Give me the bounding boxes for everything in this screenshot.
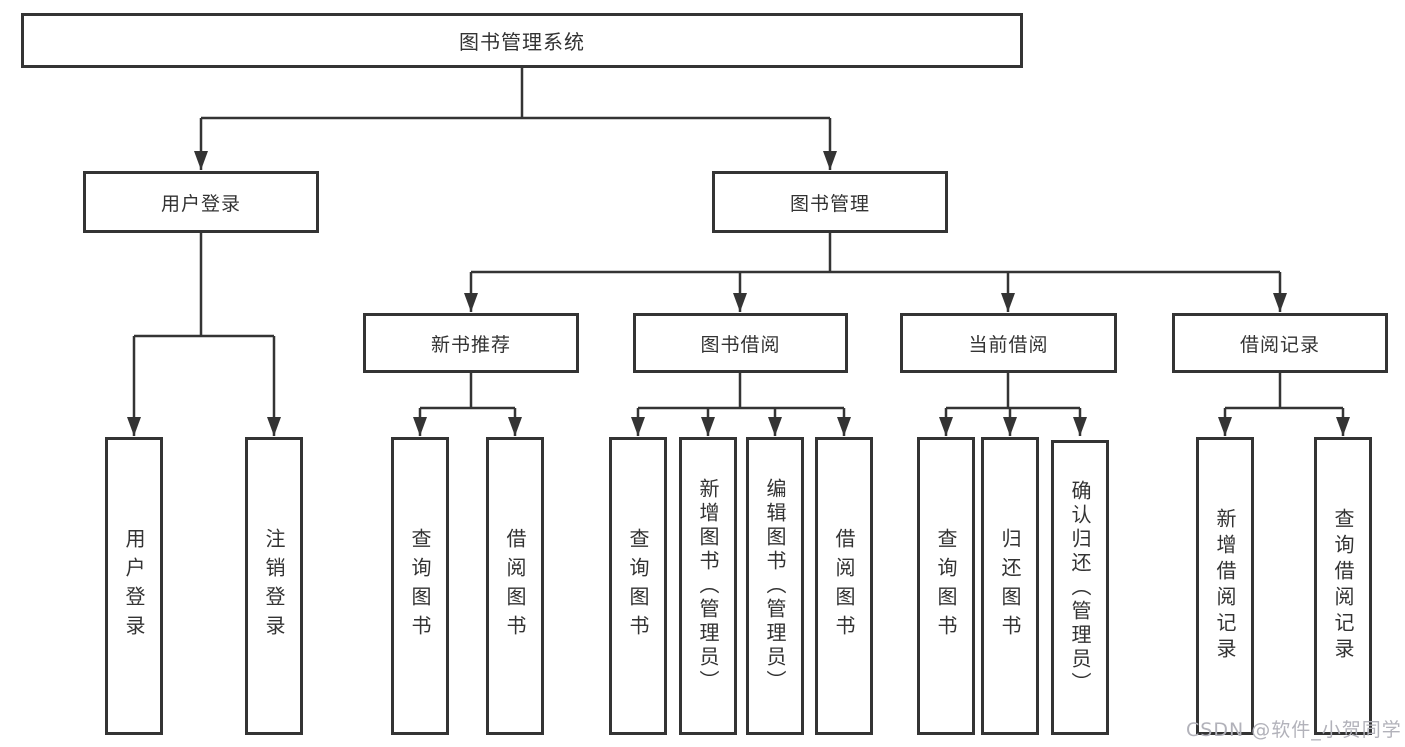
leaf-user-login-label: 用户登录 [122,528,146,644]
leaf-confirm-return-admin: 确认归还（管理员） [1051,440,1109,735]
node-new-book-recommend: 新书推荐 [363,313,579,373]
leaf-recommend-query-books: 查询图书 [391,437,449,735]
csdn-watermark: CSDN @软件_小贺同学 [1186,719,1402,741]
leaf-borrow-query-books: 查询图书 [609,437,667,735]
leaf-query-borrow-record: 查询借阅记录 [1314,437,1372,735]
leaf-borrow-query-books-label: 查询图书 [626,528,650,644]
leaf-recommend-borrow-books: 借阅图书 [486,437,544,735]
leaf-recommend-borrow-books-label: 借阅图书 [503,528,527,644]
leaf-user-login: 用户登录 [105,437,163,735]
leaf-confirm-return-admin-label: 确认归还（管理员） [1068,479,1092,696]
node-book-management: 图书管理 [712,171,948,233]
leaf-add-borrow-record: 新增借阅记录 [1196,437,1254,735]
leaf-current-query-books: 查询图书 [917,437,975,735]
leaf-add-books-admin-label: 新增图书（管理员） [696,478,720,694]
node-library-system: 图书管理系统 [21,13,1023,68]
leaf-borrow-books-label: 借阅图书 [832,528,856,644]
leaf-return-books-label: 归还图书 [998,528,1022,644]
leaf-logout-label: 注销登录 [262,528,286,644]
leaf-recommend-query-books-label: 查询图书 [408,528,432,644]
leaf-add-borrow-record-label: 新增借阅记录 [1213,508,1237,664]
leaf-return-books: 归还图书 [981,437,1039,735]
node-current-borrow: 当前借阅 [900,313,1117,373]
leaf-query-borrow-record-label: 查询借阅记录 [1331,508,1355,664]
leaf-add-books-admin: 新增图书（管理员） [679,437,737,735]
leaf-edit-books-admin-label: 编辑图书（管理员） [763,478,787,694]
leaf-logout: 注销登录 [245,437,303,735]
node-user-login: 用户登录 [83,171,319,233]
leaf-edit-books-admin: 编辑图书（管理员） [746,437,804,735]
node-book-borrow: 图书借阅 [633,313,848,373]
node-borrow-records: 借阅记录 [1172,313,1388,373]
leaf-current-query-books-label: 查询图书 [934,528,958,644]
leaf-borrow-books: 借阅图书 [815,437,873,735]
